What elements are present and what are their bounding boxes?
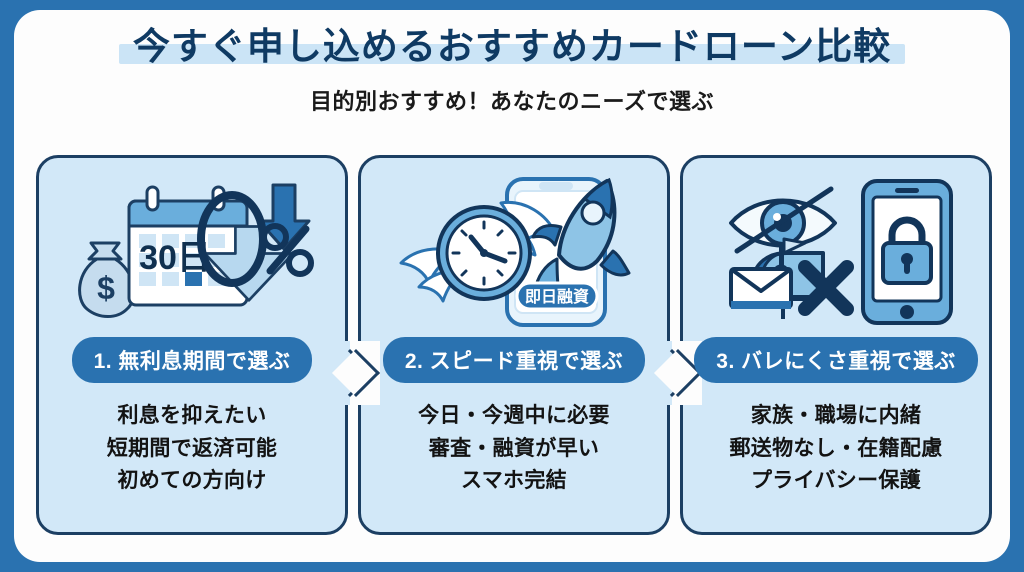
privacy-icon-group: [729, 179, 953, 325]
card-2-pill-label[interactable]: 2. スピード重視で選ぶ: [382, 337, 646, 383]
card-3-bullet-1: 家族・職場に内緒: [750, 404, 922, 427]
card-interest-free[interactable]: $: [36, 155, 375, 535]
page-subtitle: 目的別おすすめ！あなたのニーズで選ぶ: [310, 89, 714, 115]
clock-icon: [436, 204, 532, 301]
speed-icon-group: 即日融資: [399, 176, 631, 327]
card-2-bullet-2: 審査・融資が早い: [428, 436, 600, 460]
zero-percent-icon: [197, 191, 314, 287]
eye-slash-icon: [729, 186, 837, 254]
phone-badge: 即日融資: [515, 281, 599, 310]
card-1-bullets: 利息を抑えたい 短期間で返済可能 初めての方向け: [107, 400, 277, 498]
card-2-bullet-3: スマホ完結: [461, 469, 567, 493]
envelope-icon: [729, 267, 793, 309]
header: 今すぐ申し込めるおすすめカードローン比較 目的別おすすめ！あなたのニーズで選ぶ: [14, 24, 1010, 116]
smartphone-lock-icon: [861, 179, 953, 325]
content-panel: 今すぐ申し込めるおすすめカードローン比較 目的別おすすめ！あなたのニーズで選ぶ: [14, 10, 1010, 562]
card-3-bullets: 家族・職場に内緒 郵送物なし・在籍配慮 プライバシー保護: [730, 400, 943, 498]
phone-badge-label: 即日融資: [525, 287, 589, 306]
money-bag-icon: $: [78, 241, 136, 318]
card-1-pill-label[interactable]: 1. 無利息期間で選ぶ: [71, 337, 313, 383]
card-speed[interactable]: 即日融資 2. スピード重視で選ぶ 今日・今週中に必要 審査・融資が早い スマホ…: [331, 155, 697, 535]
card-2-bullets: 今日・今週中に必要 審査・融資が早い スマホ完結: [418, 400, 610, 498]
title-highlight-band: [118, 44, 906, 65]
interest-free-icon-group: $: [78, 183, 314, 318]
rocket-icon: [531, 177, 631, 294]
card-2-illustration: 即日融資: [358, 167, 670, 337]
page-title: 今すぐ申し込めるおすすめカードローン比較: [132, 26, 892, 67]
card-privacy[interactable]: 3. バレにくさ重視で選ぶ 家族・職場に内緒 郵送物なし・在籍配慮 プライバシー…: [653, 155, 992, 535]
card-3-bullet-2: 郵送物なし・在籍配慮: [729, 436, 943, 460]
card-3-illustration: [680, 167, 992, 337]
calendar-icon: 30日: [127, 185, 249, 307]
card-1-illustration: $: [36, 167, 348, 337]
x-mark-icon: [798, 260, 854, 316]
svg-text:$: $: [97, 270, 115, 306]
card-1-bullet-1: 利息を抑えたい: [117, 404, 267, 427]
card-1-bullet-3: 初めての方向け: [117, 469, 267, 493]
card-1-bullet-2: 短期間で返済可能: [106, 436, 278, 460]
card-2-bullet-1: 今日・今週中に必要: [418, 404, 610, 427]
card-list: $: [36, 155, 1018, 540]
card-3-pill-label[interactable]: 3. バレにくさ重視で選ぶ: [694, 337, 978, 383]
card-3-bullet-3: プライバシー保護: [751, 469, 921, 493]
page-title-wrap: 今すぐ申し込めるおすすめカードローン比較: [118, 24, 906, 70]
